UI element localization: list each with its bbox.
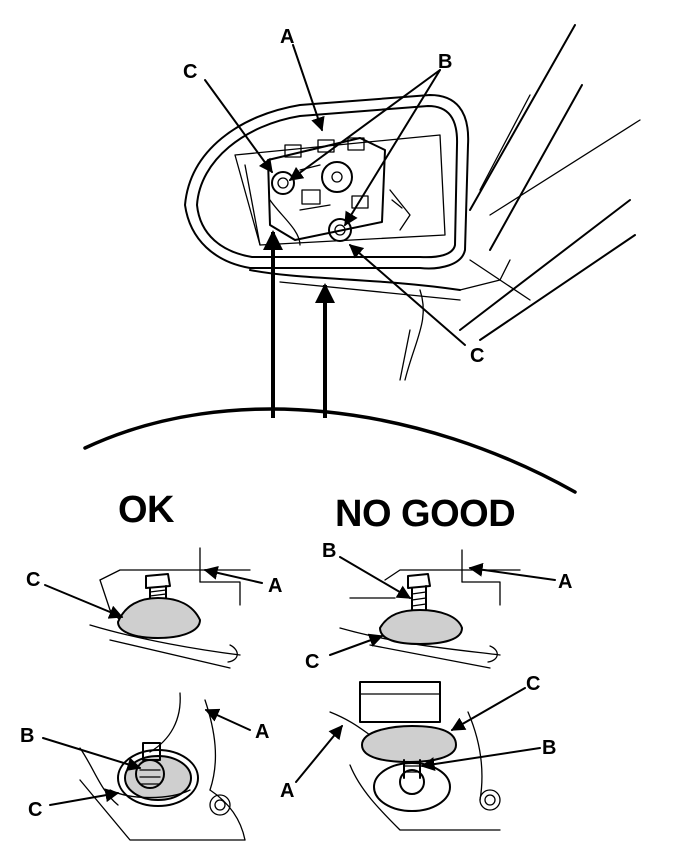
no-good-side-view [339,549,521,669]
callout-ng-side-b: B [322,540,336,562]
callout-ok-side-a: A [268,575,282,597]
callout-top-c-right: C [470,345,484,367]
heading-no-good: NO GOOD [335,493,515,535]
callout-ng-side-a: A [558,571,572,593]
leader-ng-bottom-b [420,747,541,772]
leader-ng-side-b [339,556,412,599]
leader-top-b-1 [288,69,441,181]
callout-ok-side-c: C [26,569,40,591]
callout-ok-bottom-a: A [255,721,269,743]
leader-top-c-left [204,79,273,174]
leader-ok-bottom-c [49,788,120,806]
callout-top-a: A [280,26,294,48]
callout-ok-bottom-c: C [28,799,42,821]
callout-top-b: B [438,51,452,73]
leader-ng-side-c [329,633,384,656]
leader-ok-bottom-b [42,737,142,771]
callout-ng-bottom-a: A [280,780,294,802]
leader-ok-side-c [44,584,124,619]
callout-ng-side-c: C [305,651,319,673]
callout-top-c-left: C [183,61,197,83]
divider-arc [83,407,577,494]
view-direction-arrows [263,230,335,418]
leader-ng-bottom-a [295,724,343,783]
leader-ok-bottom-a [204,708,251,731]
leader-ng-side-a [468,562,556,581]
ok-bottom-view [79,692,246,841]
mirror-housing-illustration [184,24,641,381]
ok-side-view [89,547,251,669]
no-good-bottom-view [329,681,501,831]
leader-top-b-2 [344,69,441,227]
heading-ok: OK [118,489,175,531]
callout-ng-bottom-c: C [526,673,540,695]
leader-ng-bottom-c [450,687,526,731]
leader-top-a [292,44,325,132]
leader-ok-side-a [203,565,263,584]
callout-ng-bottom-b: B [542,737,556,759]
leader-top-c-right [348,244,466,346]
callout-ok-bottom-b: B [20,725,34,747]
